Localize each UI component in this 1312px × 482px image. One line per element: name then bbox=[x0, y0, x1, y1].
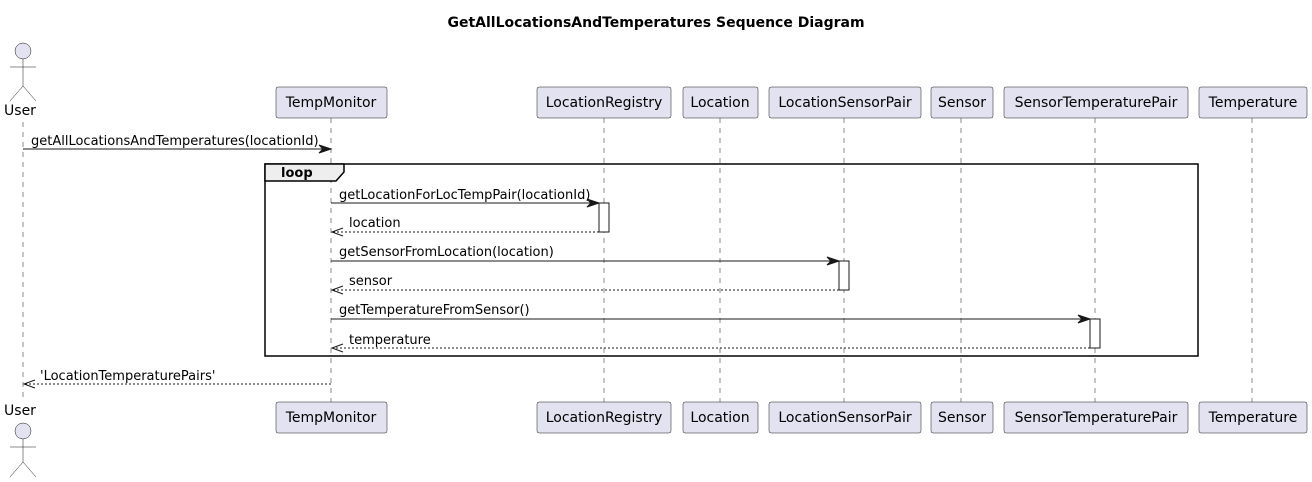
participant-location: Location bbox=[682, 401, 759, 434]
participant-label: TempMonitor bbox=[285, 95, 377, 111]
participant-label: Sensor bbox=[938, 95, 986, 111]
participant-label: SensorTemperaturePair bbox=[1015, 410, 1178, 426]
actor-user-bottom: User bbox=[4, 403, 36, 478]
actor-label: User bbox=[4, 103, 36, 119]
actor-head bbox=[14, 422, 32, 440]
participant-locationsensorpair: LocationSensorPair bbox=[768, 86, 922, 119]
participant-locationregistry: LocationRegistry bbox=[536, 401, 672, 434]
participant-label: Sensor bbox=[938, 410, 986, 426]
participant-locationsensorpair: LocationSensorPair bbox=[768, 401, 922, 434]
arrowhead bbox=[1077, 314, 1092, 324]
message-label: sensor bbox=[349, 274, 393, 289]
participant-sensor: Sensor bbox=[930, 401, 994, 434]
arrowhead bbox=[330, 227, 344, 237]
message-get-location: getLocationForLocTempPair(locationId) bbox=[331, 188, 601, 208]
message-return-pairs: 'LocationTemperaturePairs' bbox=[22, 369, 331, 389]
participant-tempmonitor: TempMonitor bbox=[275, 86, 388, 119]
message-return-location: location bbox=[330, 216, 599, 237]
loop-fragment: loop bbox=[264, 163, 1199, 357]
participant-label: LocationSensorPair bbox=[778, 95, 911, 111]
message-label: temperature bbox=[349, 333, 431, 348]
participant-tempmonitor: TempMonitor bbox=[275, 401, 388, 434]
loop-frame bbox=[264, 163, 1199, 357]
message-return-temperature: temperature bbox=[330, 333, 1090, 353]
participants-bottom: TempMonitor LocationRegistry Location Lo… bbox=[275, 401, 1308, 434]
participants-top: TempMonitor LocationRegistry Location Lo… bbox=[275, 86, 1308, 119]
message-label: getLocationForLocTempPair(locationId) bbox=[339, 188, 590, 203]
message-get-all-locations: getAllLocationsAndTemperatures(locationI… bbox=[23, 134, 333, 154]
diagram-title: GetAllLocationsAndTemperatures Sequence … bbox=[447, 15, 864, 31]
activations bbox=[598, 202, 1101, 349]
participant-label: Temperature bbox=[1208, 410, 1298, 426]
message-get-sensor: getSensorFromLocation(location) bbox=[331, 245, 841, 266]
arrowhead bbox=[330, 343, 344, 353]
loop-tab bbox=[264, 163, 345, 182]
participant-temperature: Temperature bbox=[1198, 86, 1308, 119]
arrowhead bbox=[330, 285, 344, 295]
participant-label: LocationSensorPair bbox=[778, 410, 911, 426]
activation-locationsensorpair bbox=[838, 260, 850, 291]
participant-label: Location bbox=[690, 95, 749, 111]
actor-label: User bbox=[4, 403, 36, 419]
loop-label: loop bbox=[281, 166, 313, 181]
participant-location: Location bbox=[682, 86, 759, 119]
message-label: getTemperatureFromSensor() bbox=[339, 303, 530, 318]
message-return-sensor: sensor bbox=[330, 274, 839, 295]
message-label: 'LocationTemperaturePairs' bbox=[40, 369, 215, 384]
participant-temperature: Temperature bbox=[1198, 401, 1308, 434]
participant-label: LocationRegistry bbox=[546, 95, 663, 111]
arrowhead bbox=[22, 379, 36, 389]
participant-label: SensorTemperaturePair bbox=[1015, 95, 1178, 111]
participant-label: TempMonitor bbox=[285, 410, 377, 426]
participant-label: LocationRegistry bbox=[546, 410, 663, 426]
participant-locationregistry: LocationRegistry bbox=[536, 86, 672, 119]
lifelines bbox=[22, 118, 1253, 402]
participant-sensortemperaturepair: SensorTemperaturePair bbox=[1003, 86, 1189, 119]
message-label: getAllLocationsAndTemperatures(locationI… bbox=[31, 134, 319, 149]
arrowhead bbox=[826, 256, 841, 266]
message-get-temperature: getTemperatureFromSensor() bbox=[331, 303, 1092, 324]
participant-sensor: Sensor bbox=[930, 86, 994, 119]
arrowhead bbox=[318, 144, 333, 154]
participant-sensortemperaturepair: SensorTemperaturePair bbox=[1003, 401, 1189, 434]
actor-head bbox=[14, 42, 32, 60]
message-label: location bbox=[349, 216, 401, 231]
participant-label: Location bbox=[690, 410, 749, 426]
actor-user-top: User bbox=[4, 42, 36, 119]
arrowhead bbox=[586, 198, 601, 208]
activation-locationregistry bbox=[598, 202, 610, 233]
messages: getAllLocationsAndTemperatures(locationI… bbox=[22, 134, 1092, 389]
participant-label: Temperature bbox=[1208, 95, 1298, 111]
message-label: getSensorFromLocation(location) bbox=[339, 245, 554, 260]
activation-sensortemperaturepair bbox=[1089, 318, 1101, 349]
